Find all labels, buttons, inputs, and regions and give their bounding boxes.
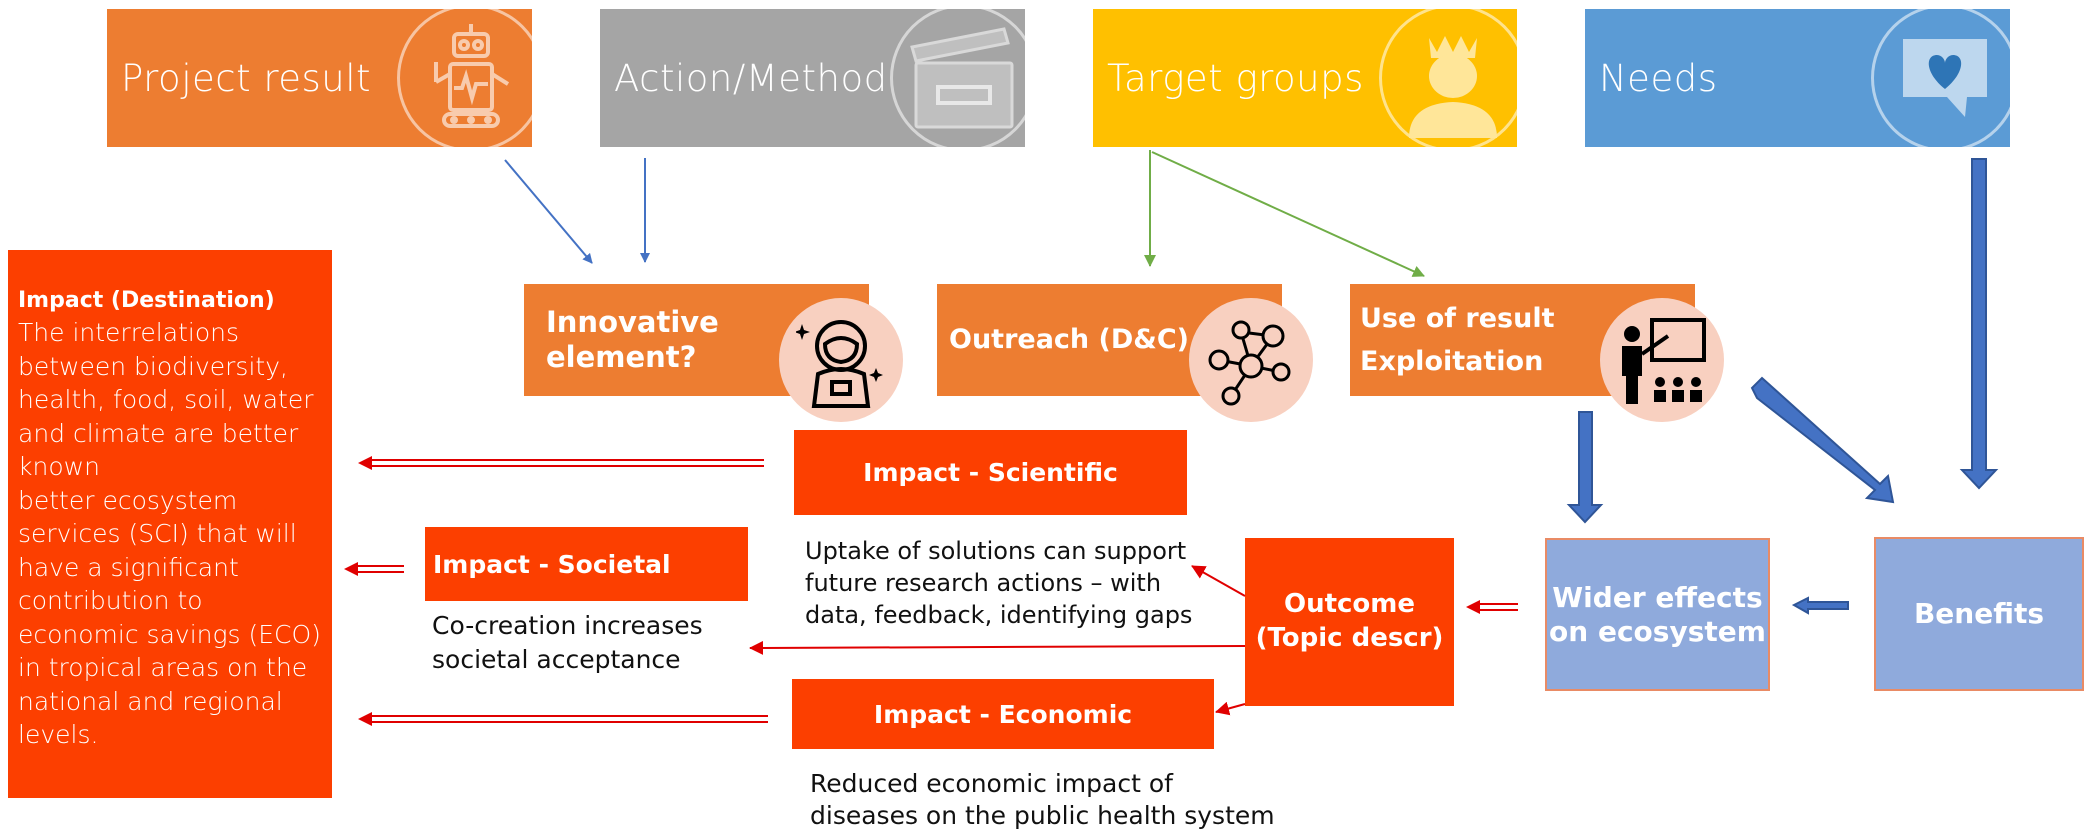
project-result-label: Project result — [121, 56, 372, 100]
wider-effects-box: Wider effects on ecosystem — [1545, 538, 1770, 691]
arrow-outcome-to-societal-note — [749, 640, 1246, 655]
outreach-label: Outreach (D&C) — [949, 323, 1190, 355]
impact-scientific-label: Impact - Scientific — [863, 458, 1118, 487]
target-groups-box: Target groups — [1093, 4, 1527, 152]
arrow-outcome-to-scientific-note — [1191, 565, 1246, 597]
robot-icon — [397, 4, 545, 152]
benefits-box: Benefits — [1874, 537, 2084, 691]
arrow-societal-to-destination — [344, 562, 404, 576]
astronaut-icon — [779, 298, 903, 422]
arrow-scientific-to-destination — [358, 456, 764, 470]
arrow-benefits-to-wider — [1791, 596, 1849, 615]
use-of-result-box: Use of result Exploitation — [1350, 284, 1724, 422]
innovative-element-label: Innovative element? — [546, 305, 719, 374]
outcome-label: Outcome (Topic descr) — [1255, 589, 1444, 653]
impact-societal-box: Impact - Societal — [425, 527, 748, 601]
arrow-outcome-to-economic — [1215, 701, 1246, 716]
teacher-icon — [1600, 298, 1724, 422]
scientific-note: Uptake of solutions can support future r… — [805, 537, 1193, 629]
outcome-box: Outcome (Topic descr) — [1245, 538, 1454, 706]
project-result-box: Project result — [107, 4, 545, 152]
impact-scientific-box: Impact - Scientific — [794, 430, 1187, 515]
use-of-result-label: Use of result Exploitation — [1360, 302, 1555, 377]
arrow-target-to-use — [1151, 151, 1425, 277]
arrow-use-to-benefits — [1750, 376, 1895, 504]
needs-label: Needs — [1599, 56, 1718, 100]
wider-effects-label: Wider effects on ecosystem — [1549, 580, 1766, 648]
needs-box: Needs — [1585, 4, 2019, 152]
benefits-label: Benefits — [1913, 597, 2045, 631]
impact-economic-box: Impact - Economic — [792, 679, 1214, 749]
impact-destination-box: Impact (Destination) The interrelations … — [8, 250, 332, 798]
arrow-needs-to-benefits — [1959, 158, 1999, 490]
network-icon — [1189, 298, 1313, 422]
queen-icon — [1379, 4, 1527, 152]
arrow-use-to-wider — [1566, 411, 1604, 524]
action-method-box: Action/Method — [600, 4, 1038, 152]
impact-societal-label: Impact - Societal — [433, 549, 671, 579]
economic-note: Reduced economic impact of diseases on t… — [810, 769, 1275, 830]
societal-note: Co-creation increases societal acceptanc… — [432, 611, 703, 674]
clapperboard-icon — [890, 4, 1038, 152]
target-groups-label: Target groups — [1107, 56, 1364, 100]
arrow-project-to-innovative — [504, 159, 593, 264]
impact-economic-label: Impact - Economic — [873, 699, 1133, 729]
outreach-box: Outreach (D&C) — [937, 284, 1313, 422]
impact-destination-body: The interrelations between biodiversity,… — [18, 318, 321, 749]
impact-destination-title: Impact (Destination) — [18, 288, 275, 313]
action-method-label: Action/Method — [614, 56, 888, 100]
arrow-wider-to-outcome — [1466, 600, 1518, 614]
innovative-element-box: Innovative element? — [524, 284, 903, 422]
arrow-economic-to-destination — [358, 712, 768, 726]
heart-message-icon — [1871, 4, 2019, 152]
